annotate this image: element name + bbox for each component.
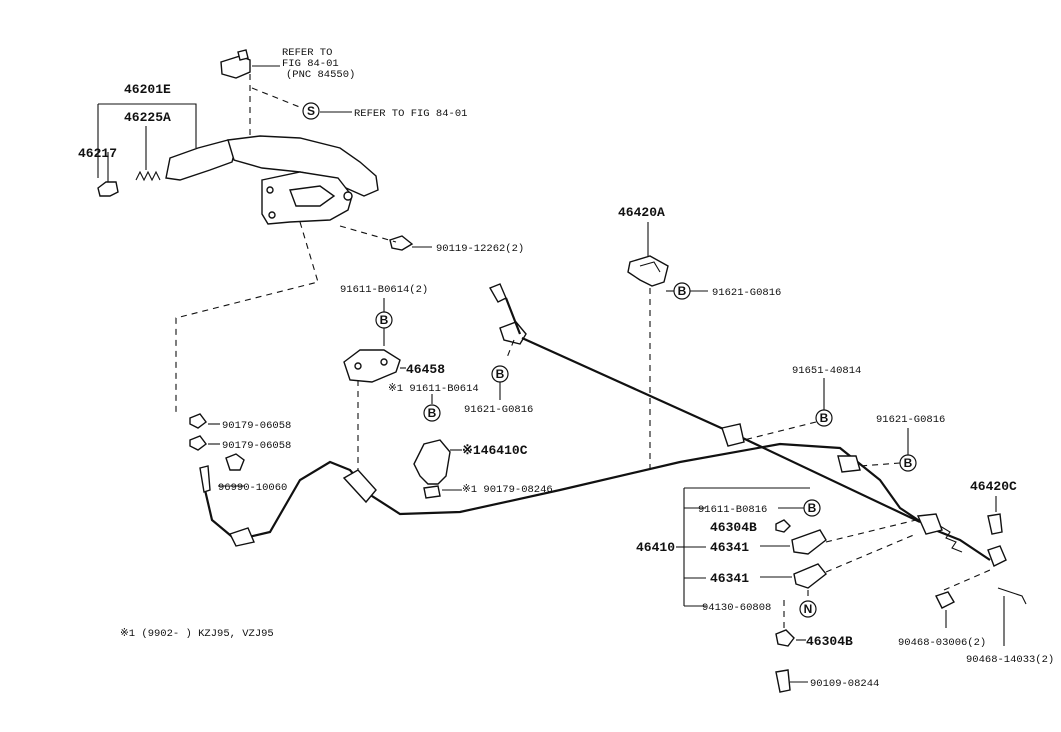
refer-to-label-1: REFER TO <box>282 47 332 59</box>
part-91621-right-label: 91621-G0816 <box>876 414 945 426</box>
svg-text:N: N <box>804 602 813 616</box>
part-90179-b-label: 90179-06058 <box>222 440 291 452</box>
part-46304B-a-label: 46304B <box>710 520 757 535</box>
part-46201E-label: 46201E <box>124 82 171 97</box>
part-46458-label: 46458 <box>406 362 445 377</box>
svg-text:B: B <box>380 313 389 327</box>
part-90468-a-label: 90468-03006(2) <box>898 637 986 649</box>
part-91611-mid-label: ※1 91611-B0614 <box>388 383 479 395</box>
part-46225A-label: 46225A <box>124 110 171 125</box>
svg-text:B: B <box>820 411 829 425</box>
parking-brake-lever <box>97 49 414 251</box>
part-146410C-label: ※146410C <box>462 443 528 458</box>
refer-to-label-2: FIG 84-01 <box>282 58 339 70</box>
refer-to-label-3: (PNC 84550) <box>286 69 355 81</box>
svg-text:B: B <box>678 284 687 298</box>
bracket-146410C <box>413 439 451 499</box>
part-46410-label: 46410 <box>636 540 675 555</box>
part-46420C-label: 46420C <box>970 479 1017 494</box>
part-46304B-b-label: 46304B <box>806 634 853 649</box>
s-badge-text: S <box>307 104 315 118</box>
part-46341-b-label: 46341 <box>710 571 749 586</box>
part-91621-top-label: 91621-G0816 <box>712 287 781 299</box>
svg-text:B: B <box>428 406 437 420</box>
part-96990-label: 96990-10060 <box>218 482 287 494</box>
svg-text:B: B <box>496 367 505 381</box>
part-90179-a-label: 90179-06058 <box>222 420 291 432</box>
part-94130-label: 94130-60808 <box>702 602 771 614</box>
part-91621-mid-label: 91621-G0816 <box>464 404 533 416</box>
part-90109-label: 90109-08244 <box>810 678 879 690</box>
part-46217-label: 46217 <box>78 146 117 161</box>
svg-text:B: B <box>904 456 913 470</box>
refer-to-fig-s-label: REFER TO FIG 84-01 <box>354 108 467 120</box>
part-91651-label: 91651-40814 <box>792 365 861 377</box>
leader-46201E <box>97 103 197 178</box>
plate-46458 <box>343 349 401 383</box>
footnote-label: ※1 (9902- ) KZJ95, VZJ95 <box>120 628 274 640</box>
part-90119-label: 90119-12262(2) <box>436 243 524 255</box>
part-90179-c-label: ※1 90179-08246 <box>462 484 553 496</box>
n-badge <box>799 600 817 618</box>
part-90468-b-label: 90468-14033(2) <box>966 654 1054 666</box>
part-91611-bot-label: 91611-B0816 <box>698 504 767 516</box>
b-badge-bottom <box>803 499 821 517</box>
clip-46420A <box>627 255 669 287</box>
part-46420A-label: 46420A <box>618 205 665 220</box>
s-badge <box>302 102 320 120</box>
b-badge-91651 <box>815 409 833 427</box>
part-91611-top-label: 91611-B0614(2) <box>340 284 428 296</box>
svg-text:B: B <box>808 501 817 515</box>
part-46341-a-label: 46341 <box>710 540 749 555</box>
b-badge-mid <box>423 404 441 422</box>
main-cable <box>203 442 991 561</box>
